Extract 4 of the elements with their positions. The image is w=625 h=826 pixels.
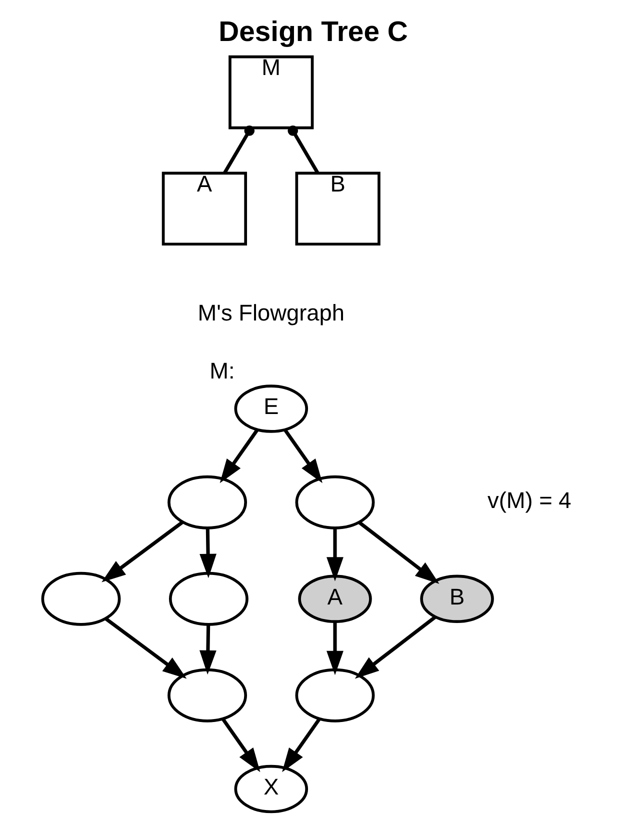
diagram-title: Design Tree C (218, 16, 408, 48)
label: M's Flowgraph (197, 299, 344, 326)
node-label: M: (209, 358, 234, 384)
label: v(M) = 4 (486, 486, 571, 513)
